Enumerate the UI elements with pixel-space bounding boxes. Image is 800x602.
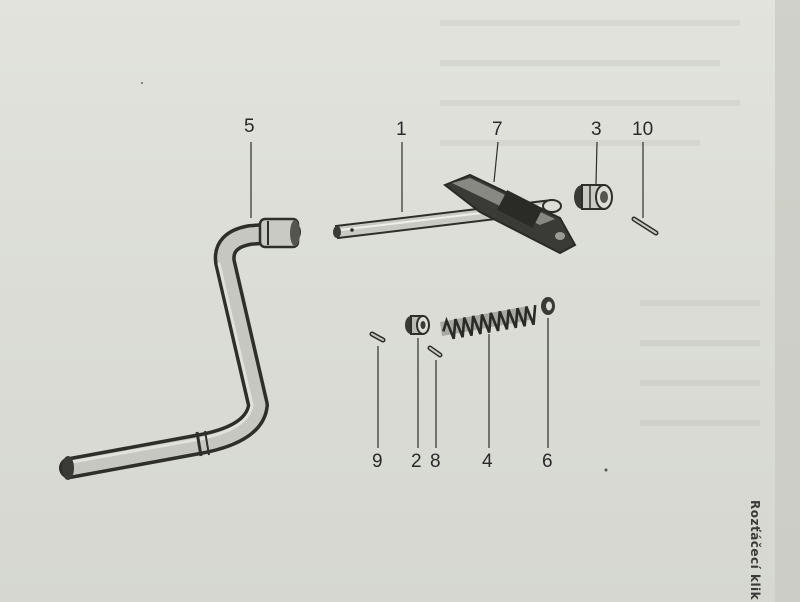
callout-6: 6 bbox=[542, 451, 553, 472]
callout-8: 8 bbox=[430, 451, 441, 472]
page-edge-shadow bbox=[775, 0, 800, 602]
paper-speck bbox=[141, 82, 143, 84]
part-10-pin bbox=[631, 216, 659, 236]
part-3-sleeve bbox=[574, 184, 613, 210]
leader-lines bbox=[250, 141, 644, 448]
part-8-pin bbox=[427, 345, 443, 358]
part-5-crank-handle bbox=[59, 217, 301, 480]
part-4-spring bbox=[440, 304, 537, 340]
part-9-pin bbox=[369, 331, 386, 343]
callout-1: 1 bbox=[396, 119, 407, 140]
callout-10: 10 bbox=[632, 119, 654, 140]
paper-speck bbox=[604, 468, 608, 472]
callout-9: 9 bbox=[372, 451, 383, 472]
callout-4: 4 bbox=[482, 451, 493, 472]
part-7-claw-bar bbox=[443, 173, 577, 255]
callout-2: 2 bbox=[411, 451, 422, 472]
callout-3: 3 bbox=[591, 119, 602, 140]
bleed-through-texture bbox=[440, 20, 760, 426]
callout-5: 5 bbox=[244, 116, 255, 137]
part-6-washer bbox=[541, 297, 555, 315]
part-2-collar bbox=[405, 315, 430, 335]
side-caption: Rozťáčecí klik bbox=[748, 500, 762, 601]
callout-7: 7 bbox=[492, 119, 503, 140]
